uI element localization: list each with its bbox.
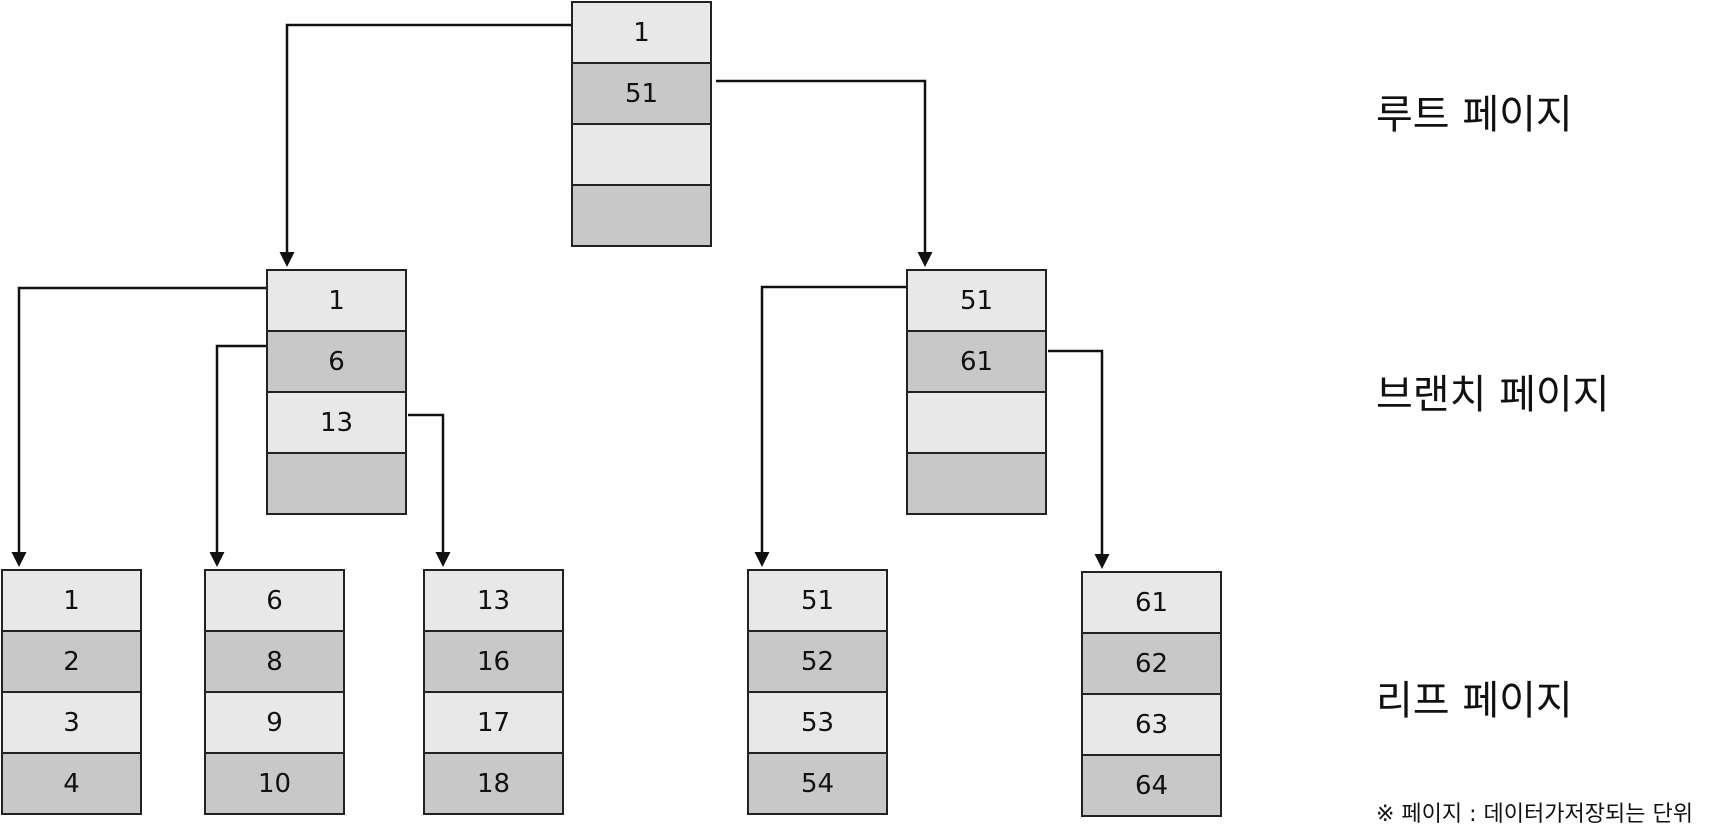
page-cell — [906, 452, 1047, 515]
page-cell — [747, 569, 888, 632]
page-cell — [1081, 571, 1222, 634]
page-cell — [747, 630, 888, 693]
page-leaf-6: 6 8 9 10 — [204, 569, 345, 815]
page-cell — [747, 691, 888, 754]
key-value: 51 — [801, 586, 834, 616]
arrow-root-51-to-branch-right — [716, 79, 933, 267]
page-cell — [1081, 754, 1222, 817]
page-leaf-13: 13 16 17 18 — [423, 569, 564, 815]
arrow-branch-6-to-leaf-6 — [209, 344, 267, 567]
arrow-branch-1-to-leaf-1 — [11, 286, 267, 567]
key-value: 18 — [477, 769, 510, 799]
key-value: 13 — [477, 586, 510, 616]
key-value: 9 — [266, 708, 283, 738]
key-value: 10 — [258, 769, 291, 799]
page-cell — [1, 569, 142, 632]
page-root: 1 51 — [571, 1, 712, 247]
key-value: 53 — [801, 708, 834, 738]
arrow-branch-13-to-leaf-13 — [408, 413, 451, 567]
page-cell — [571, 184, 712, 247]
page-cell — [423, 752, 564, 815]
key-value: 54 — [801, 769, 834, 799]
key-value: 62 — [1135, 649, 1168, 679]
key-value: 1 — [633, 18, 650, 48]
arrow-root-1-to-branch-left — [279, 23, 572, 267]
level-label-leaf: 리프 페이지 — [1376, 678, 1573, 724]
page-cell — [1081, 693, 1222, 756]
page-cell — [423, 630, 564, 693]
key-value: 6 — [266, 586, 283, 616]
page-cell — [571, 123, 712, 186]
page-cell — [266, 330, 407, 393]
page-leaf-1: 1 2 3 4 — [1, 569, 142, 815]
page-cell — [571, 62, 712, 125]
key-value: 61 — [1135, 588, 1168, 618]
key-value: 4 — [63, 769, 80, 799]
page-cell — [906, 391, 1047, 454]
page-cell — [266, 452, 407, 515]
key-value: 13 — [320, 408, 353, 438]
key-value: 1 — [328, 286, 345, 316]
page-cell — [204, 569, 345, 632]
key-value: 61 — [960, 347, 993, 377]
arrow-branch-61-to-leaf-61 — [1048, 349, 1110, 569]
key-value: 1 — [63, 586, 80, 616]
page-branch-right: 51 61 — [906, 269, 1047, 515]
page-cell — [747, 752, 888, 815]
page-cell — [204, 752, 345, 815]
key-value: 2 — [63, 647, 80, 677]
key-value: 52 — [801, 647, 834, 677]
page-cell — [204, 630, 345, 693]
page-leaf-51: 51 52 53 54 — [747, 569, 888, 815]
pointer-arrows — [11, 23, 1110, 569]
arrow-branch-51-to-leaf-51 — [754, 285, 907, 567]
page-cell — [1, 752, 142, 815]
key-value: 64 — [1135, 771, 1168, 801]
page-cell — [423, 691, 564, 754]
page-cell — [1, 630, 142, 693]
pages: 1511613516112346891013161718515253546162… — [1, 1, 1222, 817]
key-value: 16 — [477, 647, 510, 677]
page-cell — [906, 269, 1047, 332]
key-value: 6 — [328, 347, 345, 377]
key-value: 51 — [960, 286, 993, 316]
key-value: 63 — [1135, 710, 1168, 740]
level-label-root: 루트 페이지 — [1376, 92, 1573, 138]
page-leaf-61: 61 62 63 64 — [1081, 571, 1222, 817]
key-value: 8 — [266, 647, 283, 677]
key-value: 51 — [625, 79, 658, 109]
key-value: 17 — [477, 708, 510, 738]
page-cell — [423, 569, 564, 632]
key-value: 3 — [63, 708, 80, 738]
page-cell — [266, 269, 407, 332]
page-cell — [204, 691, 345, 754]
footnote: ※ 페이지 : 데이터가저장되는 단위 — [1376, 802, 1693, 827]
level-label-branch: 브랜치 페이지 — [1376, 372, 1610, 418]
